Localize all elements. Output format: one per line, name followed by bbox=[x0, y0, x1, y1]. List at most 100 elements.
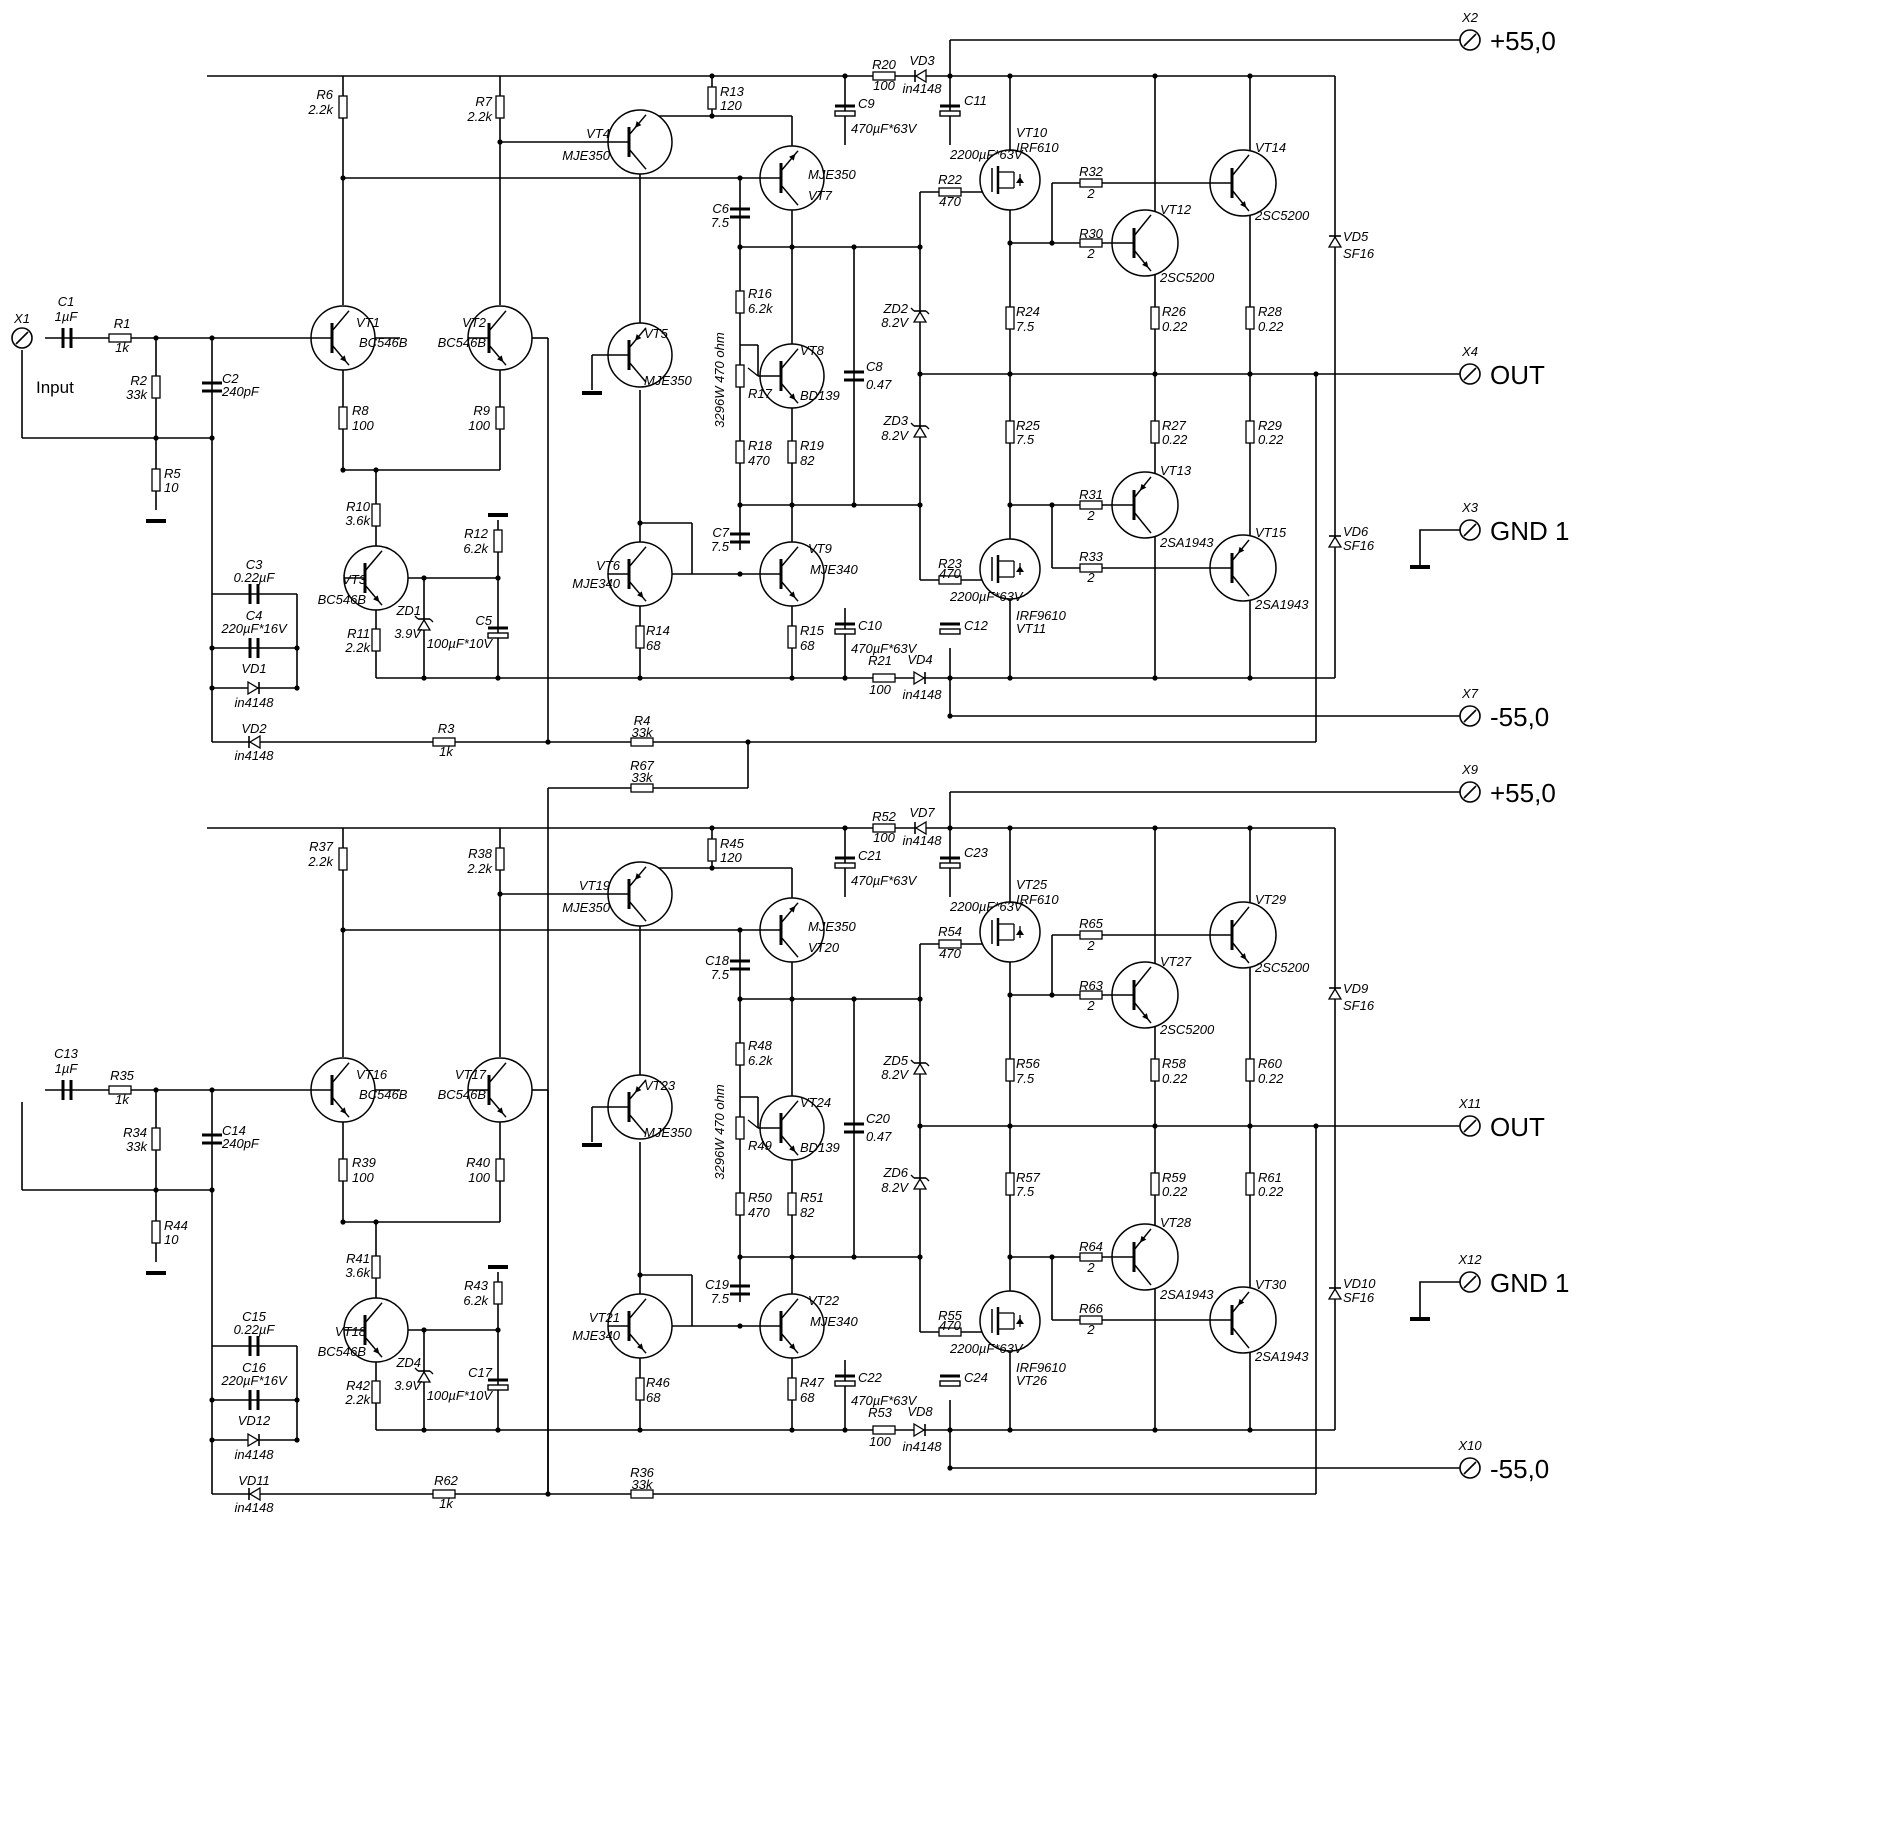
label: R31 bbox=[1079, 487, 1103, 502]
junction bbox=[1049, 1254, 1055, 1260]
label: BD139 bbox=[800, 388, 840, 403]
resistor bbox=[1079, 1315, 1103, 1325]
terminal-connector bbox=[1459, 1271, 1481, 1293]
junction bbox=[789, 244, 795, 250]
label: VT29 bbox=[1255, 892, 1286, 907]
label: ZD3 bbox=[882, 413, 908, 428]
junction bbox=[209, 1087, 215, 1093]
label: R54 bbox=[938, 924, 962, 939]
label: 2 bbox=[1086, 998, 1095, 1013]
junction bbox=[294, 685, 300, 691]
label: IRF9610 bbox=[1016, 608, 1067, 623]
label: 240pF bbox=[221, 384, 260, 399]
diode bbox=[1327, 987, 1343, 1000]
junction bbox=[1049, 240, 1055, 246]
label: 100 bbox=[468, 1170, 490, 1185]
junction bbox=[1007, 1123, 1013, 1129]
resistor bbox=[495, 1158, 505, 1182]
electrolytic-capacitor bbox=[487, 1378, 509, 1391]
resistor bbox=[872, 1425, 896, 1435]
npn-transistor bbox=[343, 545, 409, 611]
label: VD1 bbox=[241, 661, 266, 676]
junction bbox=[495, 575, 501, 581]
resistor bbox=[938, 939, 962, 949]
junction bbox=[1152, 825, 1158, 831]
junction bbox=[737, 1323, 743, 1329]
junction bbox=[947, 825, 953, 831]
label: R34 bbox=[123, 1125, 147, 1140]
label: 470 bbox=[939, 1318, 961, 1333]
label: R63 bbox=[1079, 978, 1104, 993]
npn-transistor bbox=[467, 1057, 533, 1123]
label: VT26 bbox=[1016, 1373, 1048, 1388]
pnp-transistor bbox=[1111, 1223, 1179, 1291]
label: R35 bbox=[110, 1068, 135, 1083]
label: 33k bbox=[632, 725, 654, 740]
label: 470µF*63V bbox=[851, 641, 918, 656]
label: MJE340 bbox=[572, 1328, 620, 1343]
label: R44 bbox=[164, 1218, 188, 1233]
capacitor bbox=[61, 1080, 73, 1100]
label: VT30 bbox=[1255, 1277, 1287, 1292]
resistor bbox=[1005, 420, 1015, 444]
junction bbox=[737, 244, 743, 250]
resistor bbox=[735, 1042, 745, 1066]
resistor bbox=[1150, 1058, 1160, 1082]
label: X1 bbox=[13, 311, 30, 326]
label: VD12 bbox=[238, 1413, 271, 1428]
zener-diode bbox=[910, 1174, 930, 1190]
label: C12 bbox=[964, 618, 989, 633]
pnp-transistor bbox=[607, 861, 673, 927]
terminal-connector bbox=[1459, 781, 1481, 803]
label: X7 bbox=[1461, 686, 1479, 701]
npn-transistor bbox=[343, 1297, 409, 1363]
label: C10 bbox=[858, 618, 883, 633]
junction bbox=[153, 1187, 159, 1193]
label: C22 bbox=[858, 1370, 883, 1385]
junction bbox=[1007, 371, 1013, 377]
capacitor bbox=[730, 959, 750, 971]
resistor bbox=[1079, 1252, 1103, 1262]
resistor bbox=[735, 1116, 745, 1140]
label: VT12 bbox=[1160, 202, 1192, 217]
label: MJE350 bbox=[562, 148, 610, 163]
label: 2.2k bbox=[466, 109, 493, 124]
label: 2SC5200 bbox=[1254, 960, 1310, 975]
resistor bbox=[1245, 1058, 1255, 1082]
label: 0.22 bbox=[1162, 319, 1188, 334]
label: 2SC5200 bbox=[1254, 208, 1310, 223]
label: R18 bbox=[748, 438, 773, 453]
label: 100µF*10V bbox=[427, 1388, 494, 1403]
label: 68 bbox=[646, 1390, 661, 1405]
label: R3 bbox=[438, 721, 455, 736]
zener-diode bbox=[910, 307, 930, 323]
label: R39 bbox=[352, 1155, 376, 1170]
label: 2.2k bbox=[307, 102, 334, 117]
label: 2SA1943 bbox=[1159, 535, 1214, 550]
npn-transistor bbox=[759, 343, 825, 409]
resistor bbox=[707, 838, 717, 862]
junction bbox=[495, 675, 501, 681]
label: R38 bbox=[468, 846, 493, 861]
label: VT16 bbox=[356, 1067, 388, 1082]
label: C16 bbox=[242, 1360, 267, 1375]
label: 2 bbox=[1086, 570, 1095, 585]
resistor bbox=[872, 673, 896, 683]
label: VD9 bbox=[1343, 981, 1368, 996]
label: 100µF*10V bbox=[427, 636, 494, 651]
pnp-transistor bbox=[1111, 471, 1179, 539]
npn-transistor bbox=[310, 305, 376, 371]
junction bbox=[1007, 992, 1013, 998]
resistor bbox=[635, 625, 645, 649]
label: R8 bbox=[352, 403, 369, 418]
junction bbox=[1007, 825, 1013, 831]
electrolytic-capacitor bbox=[834, 104, 856, 117]
label: R66 bbox=[1079, 1301, 1104, 1316]
junction bbox=[737, 927, 743, 933]
label: 7.5 bbox=[711, 215, 730, 230]
resistor bbox=[630, 737, 654, 747]
label: 470µF*63V bbox=[851, 121, 918, 136]
label: MJE350 bbox=[644, 373, 692, 388]
resistor bbox=[1005, 1172, 1015, 1196]
pnp-transistor bbox=[1209, 534, 1277, 602]
